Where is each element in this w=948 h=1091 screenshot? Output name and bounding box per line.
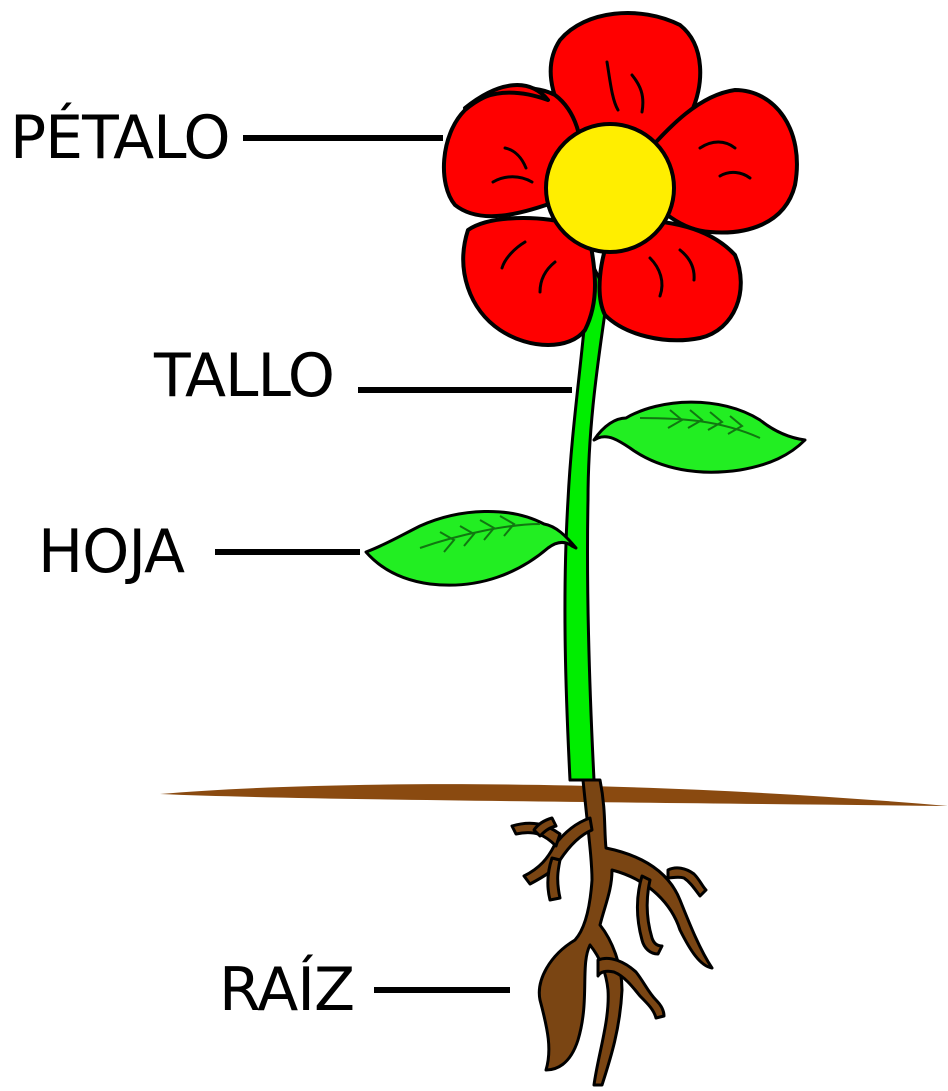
roots	[512, 780, 712, 1085]
label-petal: PÉTALO	[10, 108, 230, 168]
flower-center	[546, 124, 674, 252]
label-root: RAÍZ	[219, 960, 354, 1020]
label-leaf: HOJA	[38, 522, 184, 582]
leaf-left	[366, 511, 576, 585]
label-stem: TALLO	[154, 346, 334, 406]
leaf-right	[594, 402, 805, 472]
ground	[160, 784, 948, 806]
